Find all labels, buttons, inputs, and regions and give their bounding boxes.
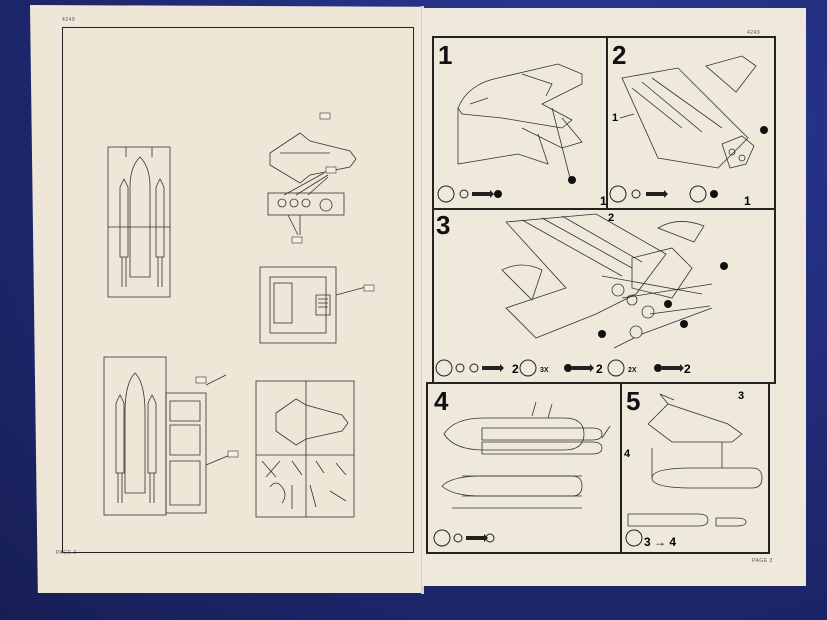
orbiter-top-view xyxy=(269,132,357,184)
step-3-badge-b: 3X xyxy=(540,367,549,374)
step-1-number: 1 xyxy=(438,40,453,70)
page-footer-right: PAGE 3 xyxy=(752,558,773,564)
parts-frame xyxy=(62,27,414,553)
instruction-page-right: 4249 PAGE 3 1 2 3 4 5 xyxy=(422,8,806,586)
callout-s2-a: 1 xyxy=(612,112,619,124)
step-5-panel xyxy=(620,382,770,554)
sprue-small xyxy=(267,192,345,216)
step-3-badge-c: 2X xyxy=(628,367,637,374)
page-code-left: 4249 xyxy=(62,17,76,23)
step-3-eq-c: 2 xyxy=(684,362,691,376)
orbiter-side xyxy=(647,403,743,443)
page-code-right: 4249 xyxy=(747,30,761,36)
step-3-eq-a: 2 xyxy=(512,362,519,376)
payload-door xyxy=(705,55,757,93)
step-2-eq-a: 1 xyxy=(600,194,607,208)
sprue-tank-frame xyxy=(107,146,171,298)
sprue-tank-frame-2 xyxy=(103,356,167,516)
step-2-eq-b: 1 xyxy=(744,194,751,208)
orbiter-fuselage xyxy=(457,63,583,129)
page-footer-left: PAGE 2 xyxy=(56,550,77,556)
parts-sprues-drawing xyxy=(103,112,375,518)
sprue-cargo xyxy=(259,266,337,344)
step-5-eq: 3 → 4 xyxy=(644,535,677,549)
instruction-page-left: 4249 PAGE 2 xyxy=(30,5,422,593)
payload-door-3 xyxy=(657,221,705,243)
callout-s5-3: 3 xyxy=(738,390,745,402)
external-tank xyxy=(443,417,585,451)
assembly-drawings: 3X 2X xyxy=(433,55,768,547)
sprue-orbiter xyxy=(255,380,355,518)
callout-s3-top: 2 xyxy=(608,212,615,224)
callout-s5-4: 4 xyxy=(624,448,631,460)
step-3-eq-b: 2 xyxy=(596,362,603,376)
step-3-number: 3 xyxy=(436,210,451,240)
step-2-number: 2 xyxy=(612,40,627,70)
step-4-number: 4 xyxy=(434,386,449,416)
step-5-number: 5 xyxy=(626,386,641,416)
